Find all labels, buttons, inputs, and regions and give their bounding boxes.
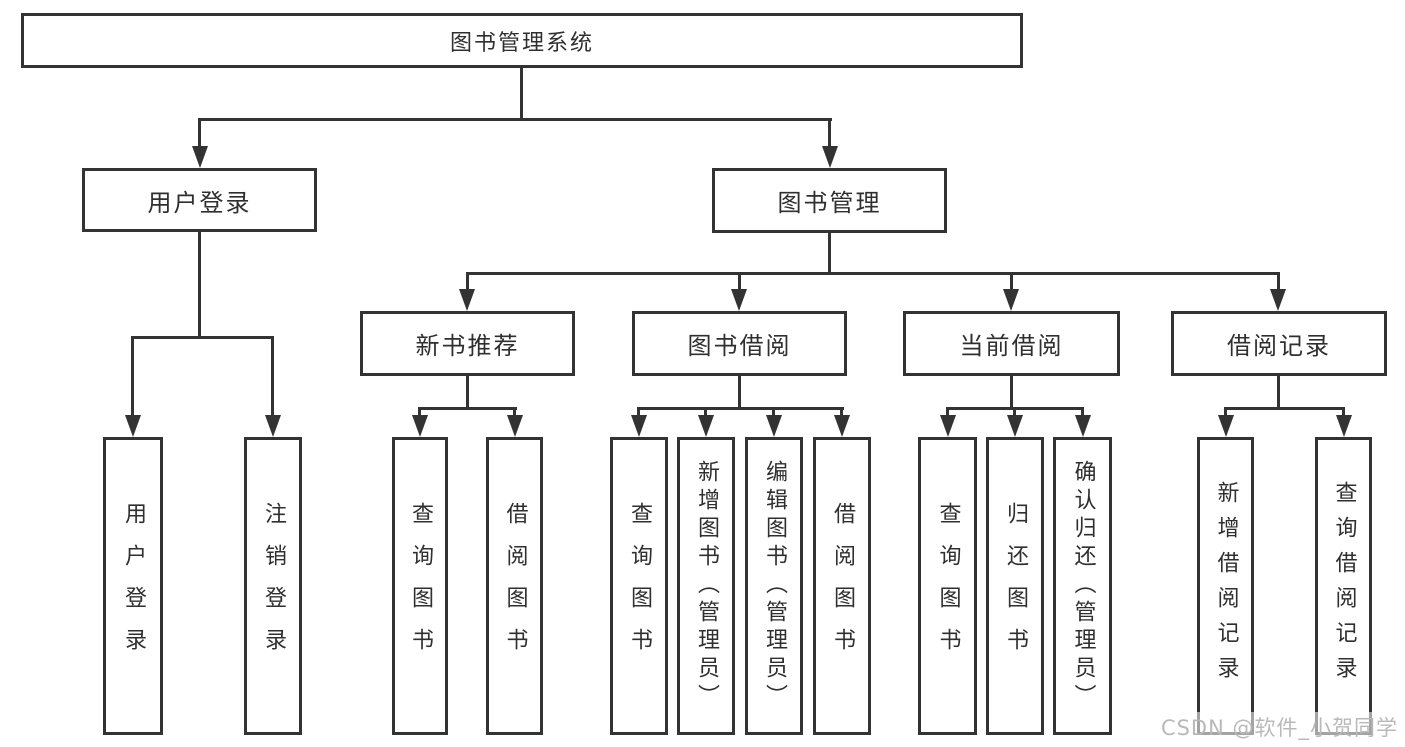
connector-line <box>466 272 1280 275</box>
leaf-rcd-query: 查询借阅记录 <box>1315 437 1372 735</box>
connector-line <box>520 68 523 121</box>
connector-line <box>466 376 469 410</box>
connector-line <box>1277 275 1280 293</box>
node-borrow-records-label: 借阅记录 <box>1227 332 1331 360</box>
connector-line <box>828 121 831 149</box>
arrow-head <box>125 415 141 437</box>
leaf-logout-label: 注销登录 <box>261 502 286 670</box>
node-borrow-records: 借阅记录 <box>1171 311 1387 376</box>
connector-line <box>198 121 201 149</box>
leaf-user-login: 用户登录 <box>103 437 163 735</box>
leaf-bor-edit-label: 编辑图书（管理员） <box>762 460 787 712</box>
arrow-head <box>507 415 523 437</box>
connector-line <box>418 410 421 418</box>
leaf-rcd-query-label: 查询借阅记录 <box>1331 481 1357 691</box>
leaf-rcd-add: 新增借阅记录 <box>1197 437 1254 735</box>
csdn-watermark: CSDN @软件_小贺同学 <box>1157 712 1401 742</box>
node-book-mgmt-label: 图书管理 <box>777 189 882 217</box>
arrow-head <box>1336 415 1352 437</box>
connector-line <box>840 410 843 418</box>
arrow-head <box>459 289 475 311</box>
connector-line <box>637 410 640 418</box>
arrow-head <box>1218 415 1234 437</box>
arrow-head <box>834 415 850 437</box>
leaf-bor-add: 新增图书（管理员） <box>677 437 735 735</box>
leaf-bor-add-label: 新增图书（管理员） <box>694 460 719 712</box>
node-new-books-label: 新书推荐 <box>415 332 520 360</box>
connector-line <box>131 336 274 339</box>
leaf-cur-confirm-label: 确认归还（管理员） <box>1070 460 1096 712</box>
arrow-head <box>822 146 838 168</box>
arrow-head <box>1003 289 1019 311</box>
connector-line <box>1010 376 1013 410</box>
leaf-cur-return-label: 归还图书 <box>1003 502 1028 670</box>
connector-line <box>1224 407 1345 410</box>
arrow-head <box>1007 415 1023 437</box>
connector-line <box>1013 410 1016 418</box>
node-user-login: 用户登录 <box>82 168 317 232</box>
arrow-head <box>1270 289 1286 311</box>
node-new-books: 新书推荐 <box>360 311 575 376</box>
connector-line <box>418 407 517 410</box>
arrow-head <box>265 415 281 437</box>
connector-line <box>946 410 949 418</box>
leaf-cur-confirm: 确认归还（管理员） <box>1053 437 1112 735</box>
leaf-rec-query-label: 查询图书 <box>408 502 433 670</box>
leaf-user-login-label: 用户登录 <box>121 502 146 670</box>
connector-line <box>704 410 707 418</box>
leaf-bor-query-label: 查询图书 <box>627 502 652 670</box>
leaf-rec-borrow-label: 借阅图书 <box>502 502 528 670</box>
connector-line <box>198 118 832 121</box>
connector-line <box>1224 410 1227 418</box>
connector-line <box>738 376 741 410</box>
connector-line <box>1081 410 1084 418</box>
leaf-bor-borrow-label: 借阅图书 <box>830 502 855 670</box>
arrow-head <box>766 415 782 437</box>
connector-line <box>828 233 831 275</box>
connector-line <box>1342 410 1345 418</box>
connector-line <box>1277 376 1280 410</box>
arrow-head <box>192 146 208 168</box>
leaf-cur-query-label: 查询图书 <box>935 502 961 670</box>
node-book-borrow: 图书借阅 <box>632 311 847 376</box>
node-current-borrow: 当前借阅 <box>903 311 1120 376</box>
arrow-head <box>698 415 714 437</box>
connector-line <box>738 275 741 293</box>
arrow-head <box>940 415 956 437</box>
leaf-bor-edit: 编辑图书（管理员） <box>745 437 803 735</box>
node-current-borrow-label: 当前借阅 <box>959 332 1064 360</box>
node-user-login-label: 用户登录 <box>147 188 252 217</box>
leaf-rcd-add-label: 新增借阅记录 <box>1213 481 1239 691</box>
connector-line <box>131 339 134 417</box>
arrow-head <box>731 289 747 311</box>
arrow-head <box>631 415 647 437</box>
arrow-head <box>1075 415 1091 437</box>
connector-line <box>1010 275 1013 293</box>
connector-line <box>637 407 844 410</box>
leaf-bor-borrow: 借阅图书 <box>813 437 871 735</box>
leaf-cur-return: 归还图书 <box>986 437 1044 735</box>
node-root-label: 图书管理系统 <box>449 30 594 56</box>
leaf-logout: 注销登录 <box>244 437 302 735</box>
arrow-head <box>412 415 428 437</box>
connector-line <box>772 410 775 418</box>
connector-line <box>466 275 469 293</box>
connector-line <box>198 232 201 339</box>
node-book-mgmt: 图书管理 <box>712 168 947 233</box>
leaf-cur-query: 查询图书 <box>918 437 977 735</box>
connector-line <box>271 339 274 417</box>
node-book-borrow-label: 图书借阅 <box>687 332 792 360</box>
node-root: 图书管理系统 <box>21 13 1023 68</box>
leaf-rec-query: 查询图书 <box>392 437 448 735</box>
connector-line <box>513 410 516 418</box>
leaf-rec-borrow: 借阅图书 <box>486 437 543 735</box>
leaf-bor-query: 查询图书 <box>610 437 668 735</box>
connector-line <box>946 407 1084 410</box>
